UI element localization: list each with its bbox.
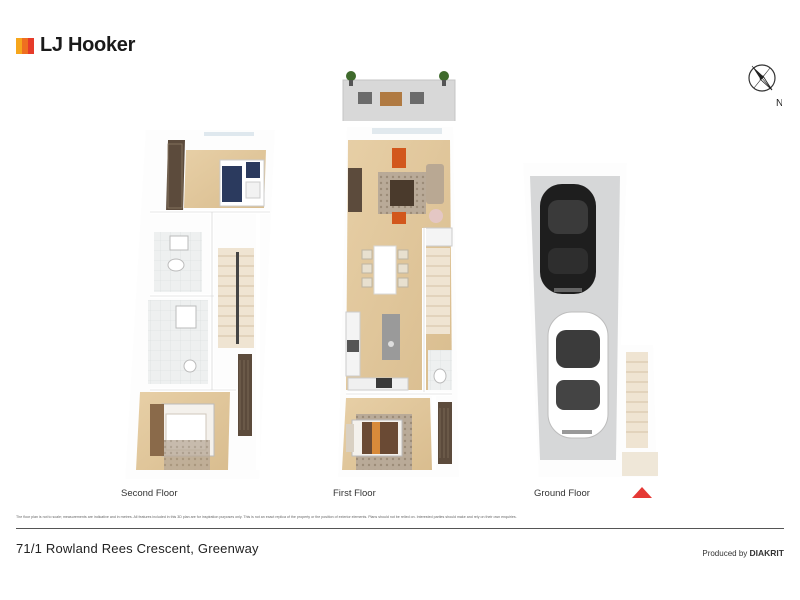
balcony <box>342 71 456 125</box>
brand-logo: LJ Hooker <box>16 34 135 57</box>
coffee-table <box>390 180 414 206</box>
garage-car-black <box>540 184 596 294</box>
garage-car-white <box>547 311 609 439</box>
logo-mark-icon <box>16 37 34 54</box>
kitchen <box>345 311 400 377</box>
ground-floor-label: Ground Floor <box>534 488 590 499</box>
property-address: 71/1 Rowland Rees Crescent, Greenway <box>16 541 259 556</box>
compass-icon: N <box>748 64 782 108</box>
logo-stripe-1 <box>16 37 22 54</box>
kitchen-island <box>382 314 400 360</box>
sofa <box>426 164 444 204</box>
compass-label: N <box>776 98 782 108</box>
second-floor-stairs <box>218 248 254 348</box>
floor-plan-3d <box>118 71 664 498</box>
logo-stripe-2 <box>22 37 28 54</box>
dining-table <box>361 245 409 295</box>
ground-floor-stairs <box>626 352 648 448</box>
second-floor-label: Second Floor <box>121 488 178 499</box>
producer-credit: Produced by DIAKRIT <box>702 548 784 558</box>
credit-company: DIAKRIT <box>749 548 784 558</box>
ground-floor-plan <box>516 157 664 498</box>
first-floor-label: First Floor <box>333 488 376 499</box>
disclaimer-text: The floor plan is not to scale; measurem… <box>16 515 517 519</box>
second-floor-plan <box>118 124 282 485</box>
first-floor-stairs <box>423 227 453 334</box>
credit-prefix: Produced by <box>702 549 748 558</box>
first-floor-plan <box>331 71 466 483</box>
entry-arrow-icon <box>632 487 652 498</box>
logo-stripe-3 <box>28 37 34 54</box>
brand-name: LJ Hooker <box>40 34 136 56</box>
footer-divider <box>16 528 784 529</box>
